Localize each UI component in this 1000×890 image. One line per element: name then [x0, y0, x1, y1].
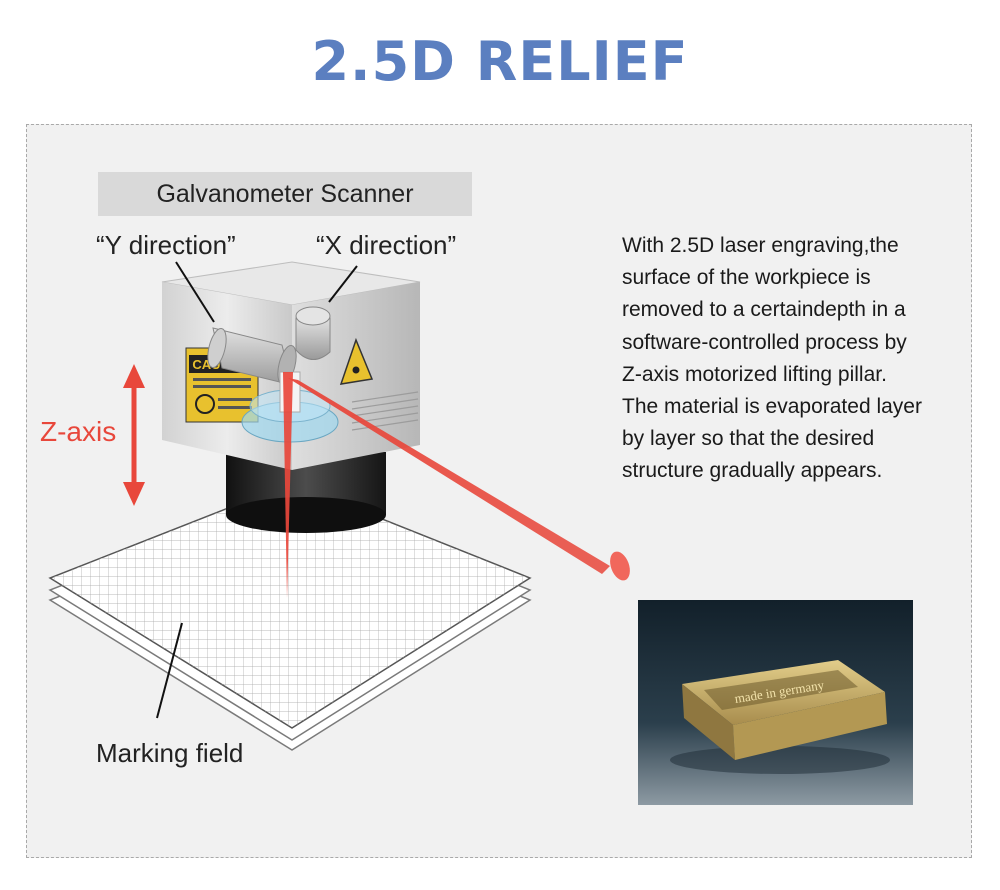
description-line: structure gradually appears.	[622, 459, 883, 483]
leader-lines	[156, 261, 358, 719]
page-title: 2.5D RELIEF	[311, 30, 689, 93]
description-line: surface of the workpiece is	[622, 266, 871, 290]
product-photo: made in germany	[638, 600, 913, 805]
description-line: software-controlled process by	[622, 330, 907, 354]
marking-field	[48, 482, 532, 751]
z-axis-arrow	[123, 364, 145, 506]
scanner-label: Galvanometer Scanner	[98, 172, 472, 216]
description-line: removed to a certaindepth in a	[622, 298, 906, 322]
description-line: Z-axis motorized lifting pillar.	[622, 362, 887, 386]
description-line: The material is evaporated layer	[622, 395, 922, 419]
laser-beams	[283, 372, 630, 598]
galvanometer-scanner: CAUTION	[161, 261, 421, 533]
description-line: With 2.5D laser engraving,the	[622, 234, 899, 257]
x-direction-label: “X direction”	[316, 230, 457, 260]
description-line: by layer so that the desired	[622, 427, 875, 451]
description-text: With 2.5D laser engraving,the surface of…	[622, 230, 962, 488]
marking-field-label: Marking field	[96, 738, 244, 768]
z-axis-label: Z-axis	[40, 416, 117, 447]
y-direction-label: “Y direction”	[96, 230, 236, 260]
